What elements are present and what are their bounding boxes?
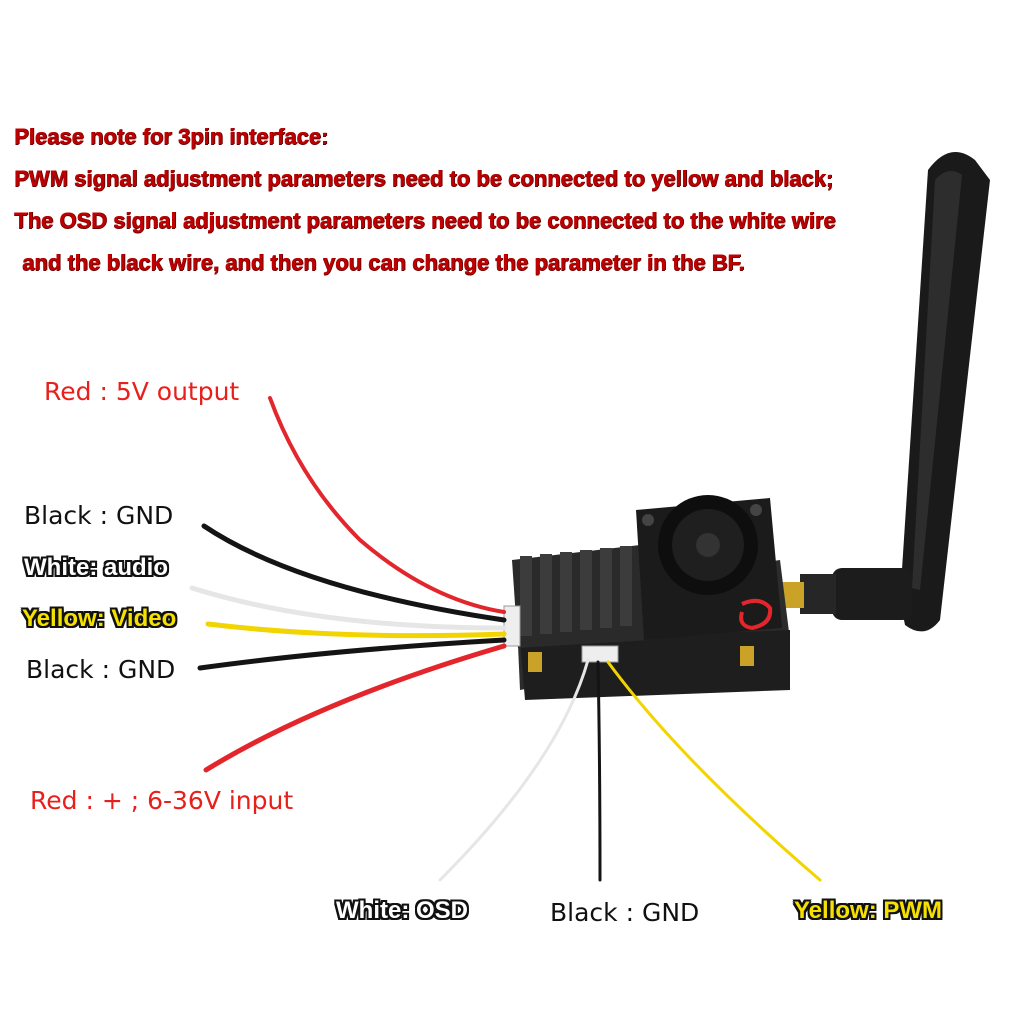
antenna: [776, 152, 990, 632]
label-black-gnd-top: Black : GND: [24, 501, 174, 530]
label-black-gnd-bottom: Black : GND: [550, 898, 700, 927]
label-white-osd: White: OSD: [336, 897, 469, 925]
left-wires: [189, 396, 507, 773]
label-yellow-pwm: Yellow: PWM: [793, 897, 943, 925]
cooling-fan: [636, 495, 782, 640]
note-line-4: and the black wire, and then you can cha…: [22, 250, 745, 275]
label-red-input: Red : + ; 6-36V input: [30, 786, 294, 815]
bottom-wires: [438, 658, 822, 882]
note-line-1: Please note for 3pin interface:: [14, 124, 329, 149]
note-line-2: PWM signal adjustment parameters need to…: [14, 166, 834, 191]
label-black-gnd-mid: Black : GND: [26, 655, 176, 684]
label-white-audio: White: audio: [24, 554, 169, 582]
interface-note: Please note for 3pin interface: PWM sign…: [14, 116, 954, 284]
note-line-3: The OSD signal adjustment parameters nee…: [14, 208, 836, 233]
vtx-module: [503, 495, 790, 700]
label-yellow-video: Yellow: Video: [21, 605, 177, 633]
label-red-5v-output: Red : 5V output: [44, 377, 240, 406]
